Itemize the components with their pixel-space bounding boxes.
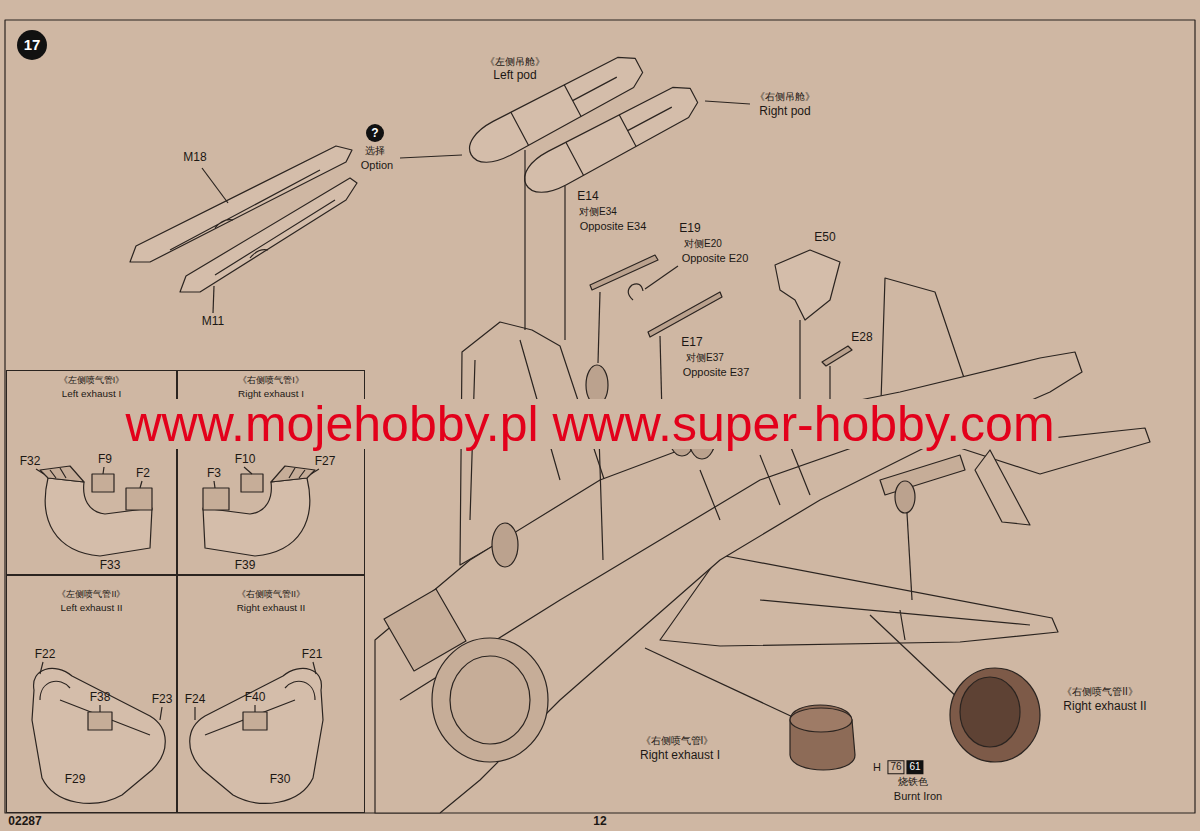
wing-detail bbox=[760, 600, 1030, 640]
exhaust-part bbox=[190, 668, 323, 803]
exhaust-nozzle bbox=[790, 705, 855, 770]
part-number: M11 bbox=[202, 315, 224, 329]
part-number: F24 bbox=[185, 693, 206, 707]
part-caption: Right exhaust I bbox=[640, 749, 720, 763]
part-number: F22 bbox=[35, 648, 56, 662]
part-number: F33 bbox=[100, 559, 121, 573]
part-number: F32 bbox=[20, 455, 41, 469]
gear-link-part bbox=[628, 284, 643, 300]
exhaust-part bbox=[40, 466, 152, 556]
part-caption: 《右侧吊舱》 bbox=[755, 91, 815, 103]
panel-heading: 《左侧喷气管II》 bbox=[7, 588, 176, 601]
part-note: Opposite E20 bbox=[682, 252, 749, 265]
part-number: F2 bbox=[136, 467, 150, 481]
pylon-part bbox=[180, 178, 357, 292]
part-number: F39 bbox=[235, 559, 256, 573]
part-number: F38 bbox=[90, 691, 111, 705]
part-note: 对侧E20 bbox=[684, 238, 722, 250]
part-caption: Right pod bbox=[759, 105, 810, 119]
leader-line bbox=[213, 286, 214, 313]
part-number: F10 bbox=[235, 453, 256, 467]
wheel bbox=[895, 481, 915, 513]
ventral-fin bbox=[975, 450, 1030, 525]
panel-heading: Right exhaust II bbox=[178, 601, 364, 614]
part-number: F21 bbox=[302, 648, 323, 662]
page-number: 12 bbox=[593, 815, 606, 829]
part-number: F3 bbox=[207, 467, 221, 481]
part-note: Opposite E34 bbox=[580, 220, 647, 233]
exhaust-part bbox=[203, 466, 315, 556]
part-number: F29 bbox=[65, 773, 86, 787]
wing bbox=[660, 555, 1058, 646]
panel-heading: 《右侧喷气管II》 bbox=[178, 588, 364, 601]
leader-line bbox=[400, 155, 462, 158]
leader-line bbox=[705, 101, 750, 104]
leader-line bbox=[524, 150, 525, 330]
part-number: F30 bbox=[270, 773, 291, 787]
intake bbox=[450, 656, 530, 744]
leader-line bbox=[598, 292, 600, 363]
pod bbox=[517, 79, 703, 202]
color-code: 61 bbox=[906, 760, 923, 774]
color-code: 76 bbox=[887, 760, 904, 774]
wheel bbox=[492, 523, 518, 567]
option-icon: ? bbox=[366, 124, 384, 142]
intake bbox=[432, 638, 548, 762]
leader-line bbox=[564, 186, 565, 340]
leader-line bbox=[870, 615, 960, 700]
pylon-detail bbox=[215, 200, 335, 275]
exhaust-nozzle bbox=[950, 668, 1040, 762]
part-number: F23 bbox=[152, 693, 173, 707]
part-number: F9 bbox=[98, 453, 112, 467]
part-note: 对侧E34 bbox=[579, 206, 617, 218]
door-part bbox=[775, 250, 840, 320]
bay bbox=[384, 589, 466, 671]
part-number: E14 bbox=[577, 190, 598, 204]
panel-heading: 《右侧喷气管I》 bbox=[178, 374, 364, 387]
part-number: E19 bbox=[679, 222, 700, 236]
leader-line bbox=[645, 266, 678, 289]
leader-line bbox=[40, 662, 316, 720]
part-note: Opposite E37 bbox=[683, 366, 750, 379]
part-note: 对侧E37 bbox=[686, 352, 724, 364]
part-number: F27 bbox=[315, 455, 336, 469]
bay bbox=[880, 455, 965, 495]
leader-line bbox=[202, 168, 228, 203]
color-name: Burnt Iron bbox=[894, 790, 942, 803]
part-caption: Left pod bbox=[493, 69, 536, 83]
color-name: 烧铁色 bbox=[898, 776, 928, 788]
gear-strut bbox=[907, 513, 912, 600]
color-code: H bbox=[873, 761, 881, 774]
part-caption: 《左侧吊舱》 bbox=[485, 56, 545, 68]
note: Option bbox=[361, 159, 393, 172]
kit-number: 02287 bbox=[8, 815, 41, 829]
step-number: 17 bbox=[17, 30, 47, 60]
part-number: E28 bbox=[851, 331, 872, 345]
part-caption: 《右侧喷气管I》 bbox=[641, 735, 714, 747]
exhaust-part bbox=[32, 668, 165, 803]
gear-door-part bbox=[648, 292, 722, 337]
panel-heading: 《左侧喷气管I》 bbox=[7, 374, 176, 387]
part-number: E50 bbox=[814, 231, 835, 245]
part-number: F40 bbox=[245, 691, 266, 705]
gear-door-part bbox=[590, 255, 658, 290]
note: 选择 bbox=[365, 145, 385, 157]
watermark: www.mojehobby.pl www.super-hobby.com bbox=[121, 399, 1058, 449]
part-number: M18 bbox=[183, 151, 206, 165]
leader-line bbox=[645, 648, 795, 718]
part-number: E17 bbox=[681, 336, 702, 350]
page-frame bbox=[5, 20, 1195, 813]
part-caption: 《右侧喷气管II》 bbox=[1062, 686, 1138, 698]
small-part bbox=[822, 346, 852, 366]
panel-heading: Left exhaust II bbox=[7, 601, 176, 614]
part-caption: Right exhaust II bbox=[1063, 700, 1146, 714]
